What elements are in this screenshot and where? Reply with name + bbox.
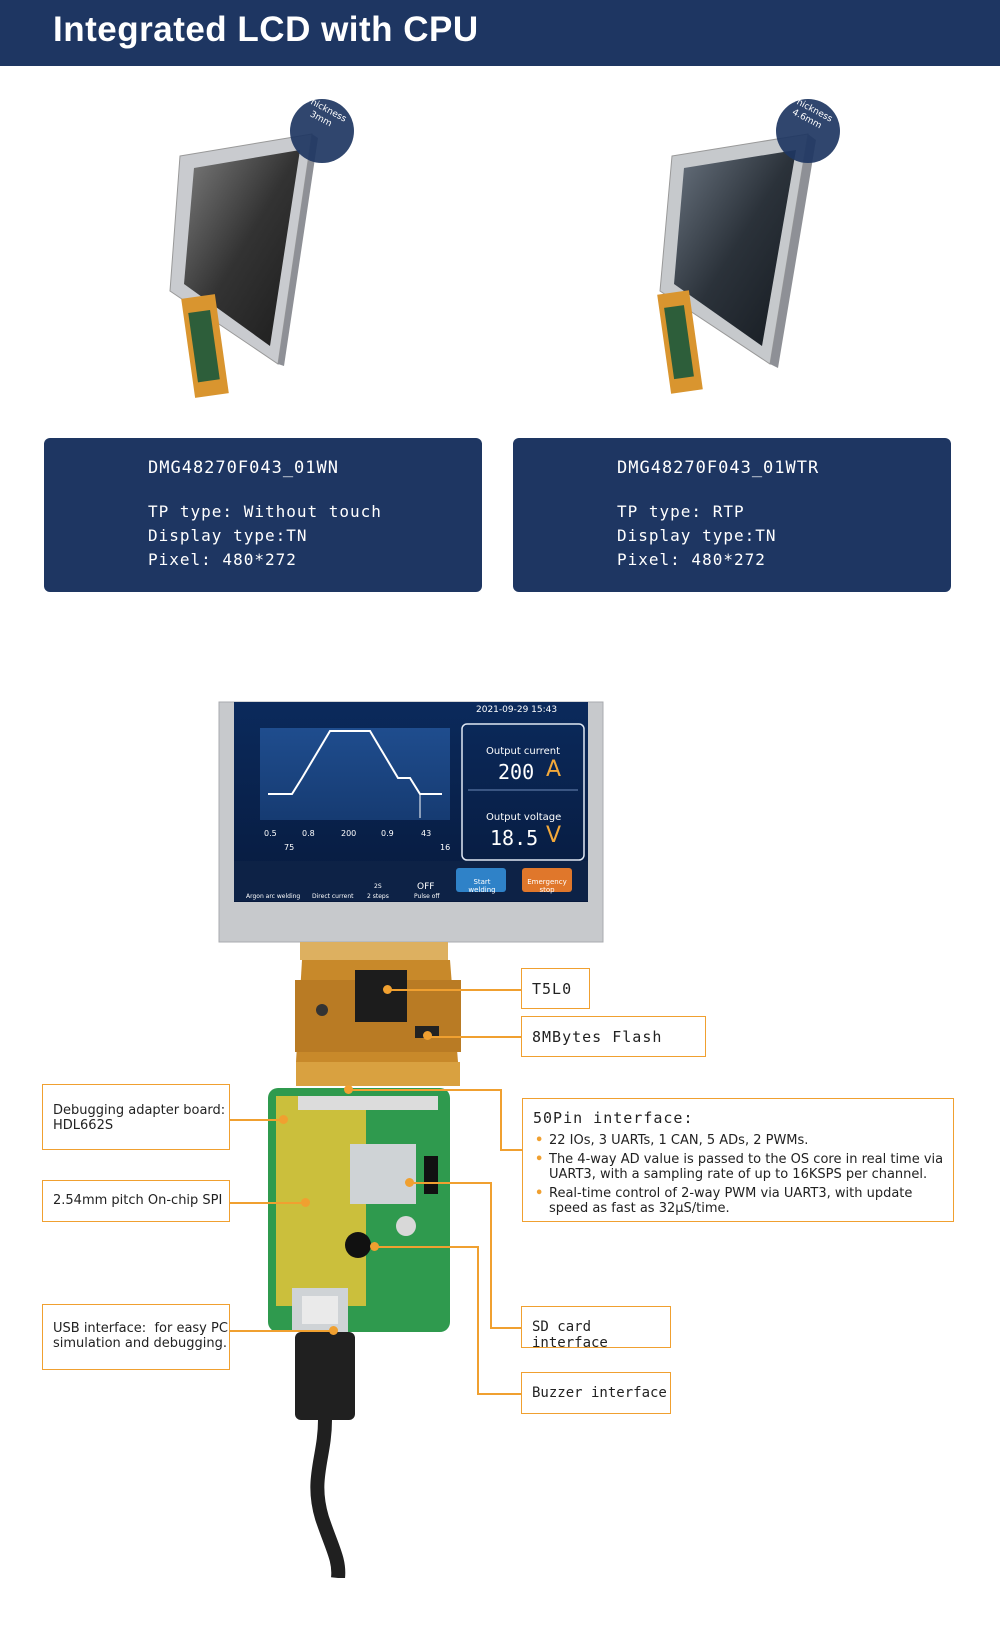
toolbar-argon-label: Argon arc welding <box>246 893 301 900</box>
leader-dot <box>329 1326 338 1335</box>
callout-buzzer: Buzzer interface <box>521 1372 671 1414</box>
toolbar-steps-label: 2 steps <box>367 893 389 900</box>
output-voltage-label: Output voltage <box>486 812 562 823</box>
leader-line <box>410 1182 490 1184</box>
model-name: DMG48270F043_01WN <box>148 458 339 478</box>
leader-line <box>228 1330 330 1332</box>
output-current-value: 200 <box>498 760 535 784</box>
leader-dot <box>370 1242 379 1251</box>
emergency-stop-button[interactable]: Emergency stop <box>527 878 567 894</box>
product-photo-1: Thickness 3mm <box>160 95 380 426</box>
leader-line <box>490 1182 492 1327</box>
leader-dot <box>405 1178 414 1187</box>
page-title: Integrated LCD with CPU <box>53 10 479 49</box>
leader-dot <box>423 1031 432 1040</box>
toolbar-pulse-label: Pulse off <box>414 893 440 900</box>
graph-label: 16 <box>440 843 451 852</box>
toolbar-dc-label: Direct current <box>312 893 354 900</box>
output-current-unit: A <box>546 757 562 782</box>
graph-label: 0.8 <box>302 829 315 838</box>
lcd-board-photo <box>210 698 610 1582</box>
leader-line <box>500 1089 502 1149</box>
header-bar: Integrated LCD with CPU <box>0 0 1000 66</box>
pin50-item: Real-time control of 2-way PWM via UART3… <box>535 1186 945 1216</box>
leader-dot <box>279 1115 288 1124</box>
callout-text: SD card interface <box>532 1319 608 1351</box>
spec-card-1: DMG48270F043_01WN TP type: Without touch… <box>44 438 482 592</box>
leader-line <box>350 1089 500 1091</box>
callout-spi: 2.54mm pitch On-chip SPI <box>42 1180 230 1222</box>
leader-line <box>228 1202 302 1204</box>
screen-datetime: 2021-09-29 15:43 <box>476 705 558 715</box>
pixel: Pixel: 480*272 <box>148 550 297 569</box>
callout-text: USB interface: for easy PC simulation an… <box>53 1321 228 1351</box>
pixel: Pixel: 480*272 <box>617 550 766 569</box>
toolbar-steps-count: 2S <box>374 883 382 890</box>
display-type: Display type:TN <box>617 526 777 545</box>
callout-text: 2.54mm pitch On-chip SPI <box>53 1193 223 1208</box>
callout-text: 8MBytes Flash <box>532 1028 663 1046</box>
output-voltage-unit: V <box>546 823 562 848</box>
output-voltage-value: 18.5 <box>490 826 539 850</box>
graph-label: 43 <box>421 829 432 838</box>
leader-line <box>477 1393 521 1395</box>
product-photo-2: Thickness 4.6mm <box>620 95 840 426</box>
leader-line <box>228 1119 280 1121</box>
graph-label: 0.5 <box>264 829 277 838</box>
leader-line <box>375 1246 477 1248</box>
callout-text: Buzzer interface <box>532 1385 667 1401</box>
callout-title: 50Pin interface: <box>533 1109 694 1127</box>
callout-text: T5L0 <box>532 980 573 998</box>
model-name: DMG48270F043_01WTR <box>617 458 820 478</box>
leader-line <box>500 1149 523 1151</box>
pin50-item: The 4-way AD value is passed to the OS c… <box>535 1152 945 1182</box>
leader-line <box>490 1327 521 1329</box>
graph-label: 200 <box>341 829 357 838</box>
toolbar-off-label: OFF <box>417 882 435 892</box>
leader-line <box>388 989 521 991</box>
callout-flash: 8MBytes Flash <box>521 1016 706 1057</box>
leader-line <box>428 1036 521 1038</box>
leader-line <box>477 1246 479 1393</box>
callout-sd-card: SD card interface <box>521 1306 671 1351</box>
leader-dot <box>301 1198 310 1207</box>
callout-text: Debugging adapter board: HDL662S <box>53 1103 226 1133</box>
callout-t5l0: T5L0 <box>521 968 590 1009</box>
pin50-list: 22 IOs, 3 UARTs, 1 CAN, 5 ADs, 2 PWMs. T… <box>535 1133 945 1220</box>
tp-type: TP type: RTP <box>617 502 745 521</box>
graph-label: 75 <box>284 843 295 852</box>
display-type: Display type:TN <box>148 526 308 545</box>
pin50-item: 22 IOs, 3 UARTs, 1 CAN, 5 ADs, 2 PWMs. <box>535 1133 945 1148</box>
spec-card-2: DMG48270F043_01WTR TP type: RTP Display … <box>513 438 951 592</box>
callout-usb: USB interface: for easy PC simulation an… <box>42 1304 230 1370</box>
tp-type: TP type: Without touch <box>148 502 382 521</box>
callout-50pin: 50Pin interface: 22 IOs, 3 UARTs, 1 CAN,… <box>522 1098 954 1222</box>
start-welding-button[interactable]: Start welding <box>468 878 496 894</box>
output-current-label: Output current <box>486 746 560 757</box>
graph-label: 0.9 <box>381 829 394 838</box>
leader-dot <box>344 1085 353 1094</box>
leader-dot <box>383 985 392 994</box>
callout-debug-board: Debugging adapter board: HDL662S <box>42 1084 230 1150</box>
